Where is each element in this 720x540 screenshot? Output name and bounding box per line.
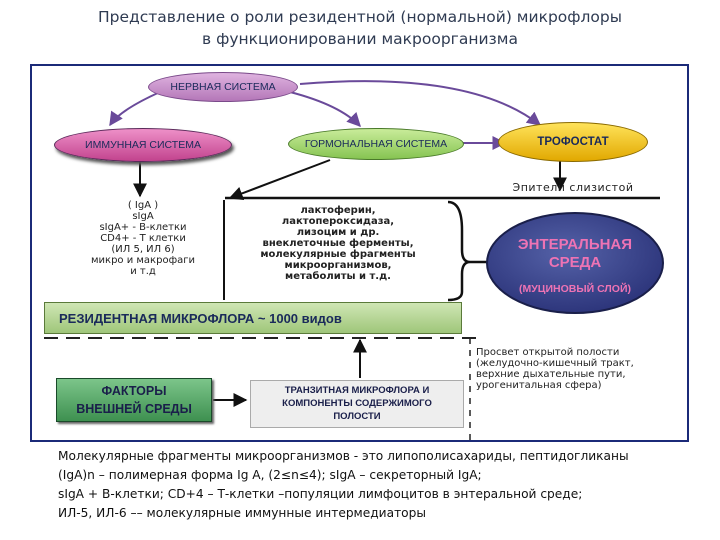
hormonal-label: ГОРМОНАЛЬНАЯ СИСТЕМА — [304, 138, 448, 150]
external-line-1: ФАКТОРЫ — [101, 384, 167, 398]
molecules-list: лактоферин, лактопероксидаза, лизоцим и … — [232, 205, 444, 282]
enteral-environment: ЭНТЕРАЛЬНАЯ СРЕДА (МУЦИНОВЫЙ СЛОЙ) — [490, 236, 660, 298]
arrow-nervous-immune — [109, 91, 161, 127]
transit-line-1: ТРАНЗИТНАЯ МИКРОФЛОРА И — [284, 385, 430, 396]
node-immune-system: ИММУННАЯ СИСТЕМА — [54, 128, 232, 162]
caption: Молекулярные фрагменты микроорганизмов -… — [58, 447, 698, 523]
immune-factor-6: микро и макрофаги — [90, 255, 195, 266]
trophostat-label: ТРОФОСТАТ — [537, 136, 609, 148]
caption-line-3: sIgA + В-клетки; CD+4 – Т-клетки –популя… — [58, 487, 583, 501]
immune-factors-list: ( IgA ) sIgA sIgA+ - В-клетки CD4+ - Т к… — [68, 200, 218, 277]
immune-factor-4: CD4+ - Т клетки — [100, 233, 186, 244]
molecule-3: лизоцим и др. — [296, 227, 380, 238]
arrow-nervous-hormonal — [289, 91, 361, 128]
enteral-environment-ellipse — [486, 212, 664, 314]
immune-factor-5: (ИЛ 5, ИЛ 6) — [111, 244, 175, 255]
immune-factor-7: и т.д — [130, 266, 156, 277]
lumen-line-4: урогенитальная сфера) — [476, 380, 602, 391]
molecule-4: внеклеточные ферменты, — [262, 238, 414, 249]
lumen-line-2: (желудочно-кишечный тракт, — [476, 358, 634, 369]
molecule-1: лактоферин, — [300, 205, 376, 216]
title-line-1: Представление о роли резидентной (нормал… — [98, 8, 622, 26]
node-nervous-system: НЕРВНАЯ СИСТЕМА — [148, 72, 298, 102]
molecule-6: микроорганизмов, — [284, 260, 392, 271]
caption-line-4: ИЛ-5, ИЛ-6 –– молекулярные иммунные инте… — [58, 506, 426, 520]
immune-factor-3: sIgA+ - В-клетки — [99, 222, 187, 233]
lumen-description: Просвет открытой полости (желудочно-кише… — [476, 347, 684, 391]
molecule-2: лактопероксидаза, — [281, 216, 395, 227]
immune-factor-1: ( IgA ) — [127, 200, 159, 211]
external-factors-box: ФАКТОРЫ ВНЕШНЕЙ СРЕДЫ — [56, 378, 212, 422]
transit-line-2: КОМПОНЕНТЫ СОДЕРЖИМОГО — [282, 398, 432, 409]
immune-factor-2: sIgA — [132, 211, 154, 222]
mucin-label: (МУЦИНОВЫЙ СЛОЙ) — [519, 283, 631, 295]
molecule-7: метаболиты и т.д. — [285, 271, 391, 282]
transit-microflora-box: ТРАНЗИТНАЯ МИКРОФЛОРА И КОМПОНЕНТЫ СОДЕР… — [250, 380, 464, 428]
nervous-label: НЕРВНАЯ СИСТЕМА — [170, 81, 276, 93]
page-title: Представление о роли резидентной (нормал… — [0, 6, 720, 50]
caption-line-1: Молекулярные фрагменты микроорганизмов -… — [58, 449, 629, 463]
transit-line-3: ПОЛОСТИ — [333, 411, 381, 422]
lumen-line-3: верхние дыхательные пути, — [476, 369, 626, 380]
node-trophostat: ТРОФОСТАТ — [498, 122, 648, 162]
molecule-5: молекулярные фрагменты — [260, 249, 416, 260]
molecules-bracket — [447, 200, 471, 302]
caption-line-2: (IgA)n – полимерная форма Ig A, (2≤n≤4);… — [58, 468, 482, 482]
resident-label: РЕЗИДЕНТНАЯ МИКРОФЛОРА ~ 1000 видов — [59, 310, 342, 326]
enteral-line-2: СРЕДА — [548, 254, 602, 271]
external-line-2: ВНЕШНЕЙ СРЕДЫ — [76, 402, 192, 416]
arrow-hormonal-down — [228, 159, 331, 201]
resident-microflora-box: РЕЗИДЕНТНАЯ МИКРОФЛОРА ~ 1000 видов — [44, 302, 462, 334]
epithelium-label: Эпители слизистой — [512, 181, 634, 194]
title-line-2: в функционировании макроорганизма — [202, 30, 518, 48]
lumen-line-1: Просвет открытой полости — [476, 347, 620, 358]
arrow-nervous-trophostat — [299, 80, 542, 126]
node-hormonal-system: ГОРМОНАЛЬНАЯ СИСТЕМА — [288, 128, 464, 160]
enteral-line-1: ЭНТЕРАЛЬНАЯ — [517, 236, 633, 253]
immune-label: ИММУННАЯ СИСТЕМА — [85, 139, 201, 151]
